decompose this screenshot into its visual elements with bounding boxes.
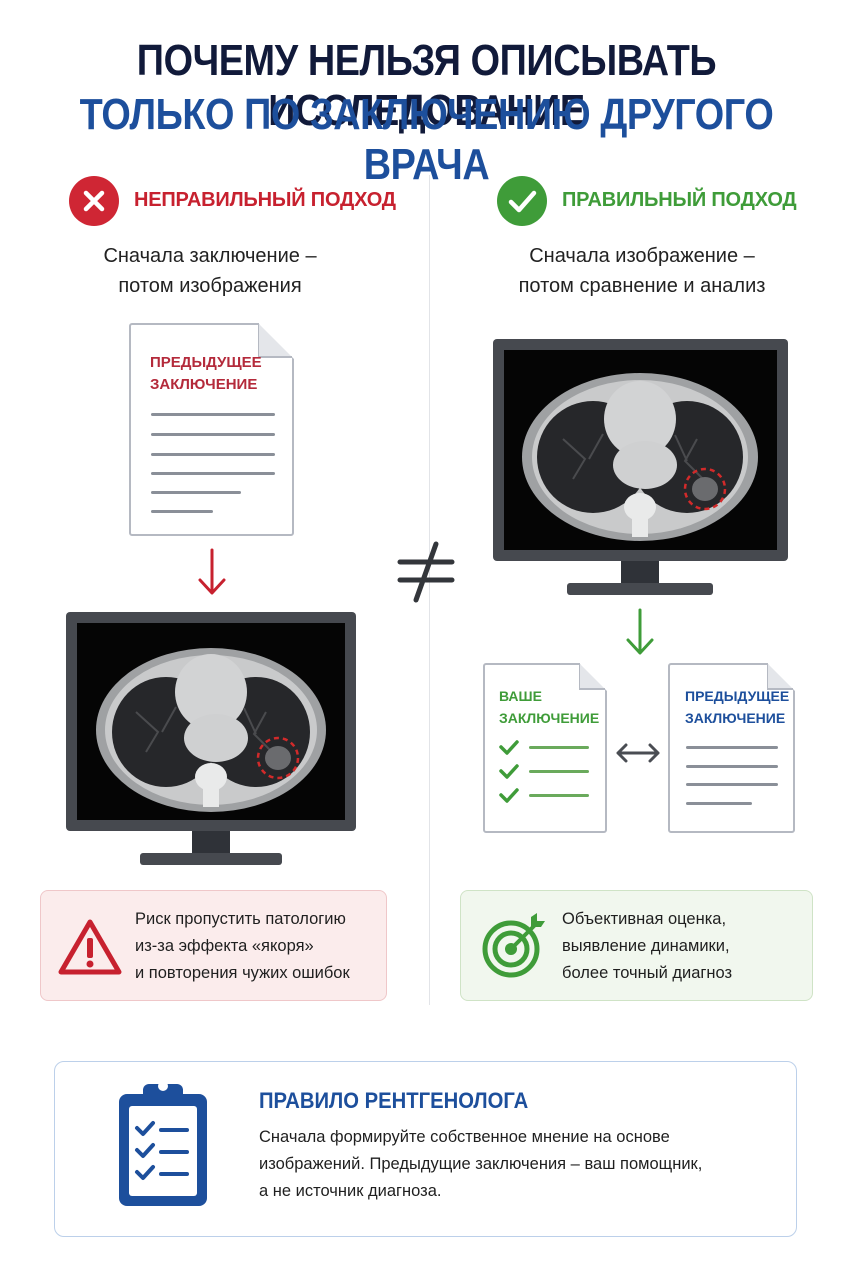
page-title-line2: ТОЛЬКО ПО ЗАКЛЮЧЕНИЮ ДРУГОГО ВРАЧА: [79, 90, 774, 189]
wrong-subtitle-line2: потом изображения: [118, 275, 302, 297]
risk-note-line2: из-за эффекта «якоря»: [135, 937, 314, 955]
wrong-approach-heading: НЕПРАВИЛЬНЫЙ ПОДХОД: [134, 189, 396, 211]
previous-report-document: ПРЕДЫДУЩЕЕ ЗАКЛЮЧЕНИЕ: [668, 663, 795, 833]
previous-report-document: ПРЕДЫДУЩЕЕ ЗАКЛЮЧЕНИЕ: [129, 323, 294, 536]
warning-icon: [58, 919, 122, 975]
monitor-ct-scan: [493, 339, 788, 595]
wrong-approach-subtitle: Сначала заключение – потом изображения: [20, 241, 400, 301]
target-icon: [482, 913, 545, 978]
page-title-line1: ПОЧЕМУ НЕЛЬЗЯ ОПИСЫВАТЬ ИССЛЕДОВАНИЕ: [136, 36, 717, 135]
rule-title: ПРАВИЛО РЕНТГЕНОЛОГА: [259, 1088, 529, 1113]
benefit-note: Объективная оценка, выявление динамики, …: [460, 890, 813, 1001]
rule-text-line1: Сначала формируйте собственное мнение на…: [259, 1128, 670, 1146]
clipboard-checklist-icon: [119, 1081, 207, 1206]
correct-subtitle-line1: Сначала изображение –: [529, 245, 755, 267]
document-title-line2: ЗАКЛЮЧЕНИЕ: [150, 376, 258, 393]
close-icon: [69, 176, 119, 226]
prev-doc-title-line1: ПРЕДЫДУЩЕЕ: [685, 688, 790, 704]
check-icon: [497, 176, 547, 226]
rule-text: Сначала формируйте собственное мнение на…: [259, 1124, 779, 1205]
arrow-down-icon: [626, 608, 654, 655]
your-report-document: ВАШЕ ЗАКЛЮЧЕНИЕ: [483, 663, 607, 833]
correct-approach-heading: ПРАВИЛЬНЫЙ ПОДХОД: [562, 189, 797, 211]
risk-note: Риск пропустить патологию из-за эффекта …: [40, 890, 387, 1001]
compare-arrows-icon: [616, 743, 660, 763]
benefit-note-line1: Объективная оценка,: [562, 910, 727, 928]
benefit-note-line3: более точный диагноз: [562, 964, 733, 982]
monitor-ct-scan: [66, 612, 356, 865]
your-doc-title-line1: ВАШЕ: [499, 688, 542, 704]
prev-doc-title-line2: ЗАКЛЮЧЕНИЕ: [685, 710, 786, 726]
benefit-note-line2: выявление динамики,: [562, 937, 730, 955]
radiologist-rule-box: ПРАВИЛО РЕНТГЕНОЛОГА Сначала формируйте …: [54, 1061, 797, 1237]
rule-text-line3: а не источник диагноза.: [259, 1182, 442, 1200]
your-doc-title-line2: ЗАКЛЮЧЕНИЕ: [499, 710, 600, 726]
document-title-line1: ПРЕДЫДУЩЕЕ: [150, 354, 262, 371]
wrong-subtitle-line1: Сначала заключение –: [103, 245, 317, 267]
column-divider: [429, 175, 430, 1005]
arrow-down-icon: [198, 548, 226, 595]
rule-text-line2: изображений. Предыдущие заключения – ваш…: [259, 1155, 703, 1173]
checklist-icon: [499, 740, 589, 803]
risk-note-line1: Риск пропустить патологию: [135, 910, 346, 928]
not-equal-icon: [397, 541, 455, 603]
risk-note-line3: и повторения чужих ошибок: [135, 964, 350, 982]
correct-approach-subtitle: Сначала изображение – потом сравнение и …: [452, 241, 832, 301]
correct-subtitle-line2: потом сравнение и анализ: [518, 275, 766, 297]
